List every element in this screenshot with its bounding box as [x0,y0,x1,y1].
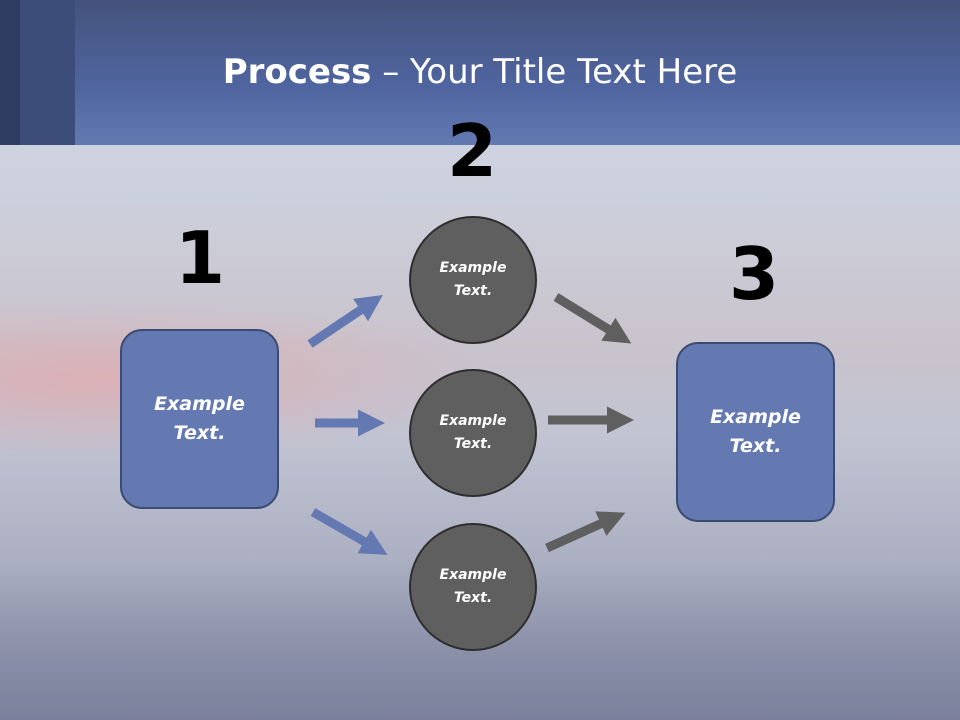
circle-text: Example Text. [439,260,507,299]
step-number-1: 1 [174,216,226,300]
step-1-box: Example Text. [120,329,279,509]
title-rest: – Your Title Text Here [371,52,738,92]
arrow-up-right-gray [545,511,626,553]
arrow-up-right-blue [307,294,383,348]
decor-strip [0,0,20,145]
step-2-circle-top: Example Text. [409,216,537,344]
step-2-circle-middle: Example Text. [409,369,537,497]
step-number-3: 3 [728,232,780,316]
title-bold: Process [222,52,372,92]
step-3-box: Example Text. [676,342,835,522]
step-2-circle-bottom: Example Text. [409,523,537,651]
circle-text: Example Text. [439,413,507,452]
step-number-2: 2 [446,109,498,193]
step-3-text: Example Text. [710,406,801,457]
step-1-text: Example Text. [154,393,245,444]
title-bar [0,0,960,145]
decor-strip [20,0,75,145]
circle-text: Example Text. [439,567,507,606]
page-title: Process – Your Title Text Here [0,52,960,92]
arrow-down-right-blue [310,508,388,555]
arrow-down-right-gray [553,293,632,344]
